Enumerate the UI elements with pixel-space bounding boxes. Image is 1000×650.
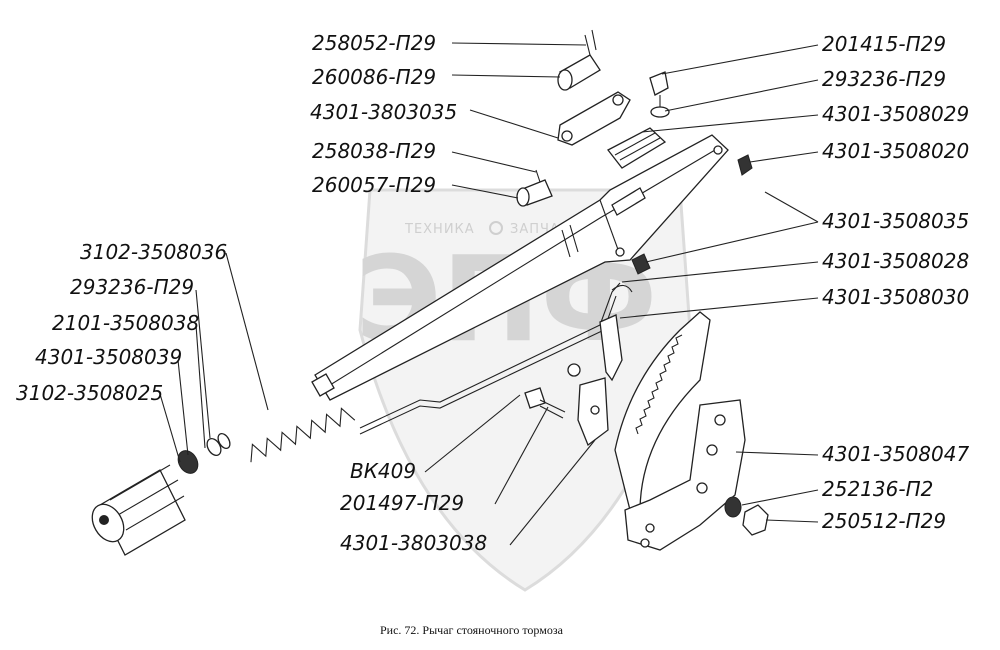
part-label: 4301-3508047: [822, 442, 969, 466]
part-label: 252136-П2: [822, 477, 933, 501]
part-label: 260086-П29: [312, 65, 436, 89]
handle-grip: [91, 432, 231, 556]
part-label: 2101-3508038: [52, 311, 199, 335]
gear-icon: [489, 221, 503, 235]
part-label: 260057-П29: [312, 173, 436, 197]
part-label: 4301-3508035: [822, 209, 969, 233]
part-label: 201497-П29: [340, 491, 464, 515]
part-label: 4301-3508020: [822, 139, 969, 163]
watermark-text-1: ТЕХНИКА: [404, 222, 475, 237]
part-label: 293236-П29: [70, 275, 194, 299]
small-parts: [516, 29, 753, 447]
leader-lines: [159, 42, 819, 546]
ratchet-sector: [614, 311, 769, 551]
part-label: 258052-П29: [312, 31, 436, 55]
part-label: 4301-3508030: [822, 285, 969, 309]
part-label: 250512-П29: [822, 509, 946, 533]
part-label: 4301-3508029: [822, 102, 969, 126]
spring: [250, 373, 356, 463]
part-label: 3102-3508036: [80, 240, 227, 264]
left-labels: 258052-П29 260086-П29 4301-3803035 25803…: [16, 31, 487, 555]
part-label: ВК409: [350, 459, 416, 483]
right-labels: 201415-П29 293236-П29 4301-3508029 4301-…: [822, 32, 969, 533]
part-label: 4301-3803038: [340, 531, 487, 555]
part-label: 293236-П29: [822, 67, 946, 91]
part-label: 201415-П29: [822, 32, 946, 56]
part-label: 4301-3803035: [310, 100, 457, 124]
figure-caption: Рис. 72. Рычаг стояночного тормоза: [380, 623, 564, 637]
part-label: 3102-3508025: [16, 381, 163, 405]
part-label: 258038-П29: [312, 139, 436, 163]
part-label: 4301-3508028: [822, 249, 969, 273]
part-label: 4301-3508039: [35, 345, 182, 369]
